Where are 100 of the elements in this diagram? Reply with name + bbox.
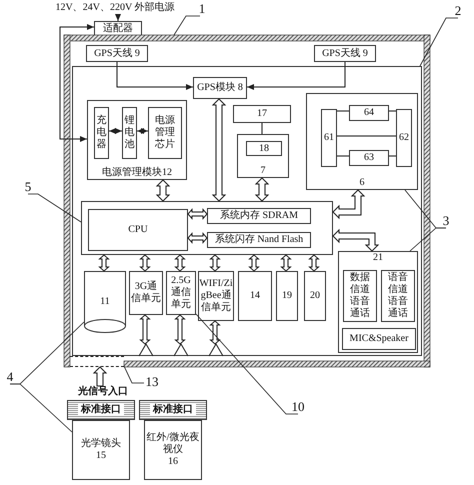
callout-number: 3	[442, 215, 450, 227]
antenna-box	[314, 45, 376, 62]
hollow-arrow	[209, 320, 221, 345]
box-label: GPS天线 9	[322, 48, 368, 60]
antenna-symbol	[209, 344, 223, 356]
leader-line	[124, 366, 144, 384]
component-box	[349, 150, 389, 166]
hollow-arrow	[187, 208, 208, 220]
storage-cylinder	[84, 271, 126, 333]
interface-header	[139, 400, 207, 420]
hollow-arrow	[139, 314, 151, 345]
component-box	[238, 271, 272, 321]
component-box	[237, 134, 289, 178]
box-label: 63	[364, 152, 374, 164]
hollow-arrow	[174, 314, 186, 345]
component-box	[343, 270, 377, 322]
antenna-symbol	[139, 344, 153, 356]
box-label: 15	[96, 450, 106, 462]
hollow-arrow	[174, 254, 186, 272]
module-box	[193, 77, 247, 99]
connector-line	[388, 110, 396, 112]
leader-line	[10, 384, 72, 432]
hollow-arrow	[92, 366, 108, 386]
cpu-board	[81, 201, 333, 255]
hollow-arrow	[212, 98, 226, 202]
component-box	[381, 270, 415, 322]
box-label: 3G通信单元	[130, 281, 162, 305]
component-box	[233, 105, 291, 123]
comm-unit-box	[198, 271, 234, 321]
optical-window	[70, 356, 124, 367]
box-label: 11	[100, 296, 110, 308]
callout-number: 13	[146, 376, 158, 388]
device-box	[144, 420, 202, 480]
box-label: 62	[399, 132, 409, 144]
arrow	[116, 62, 194, 90]
box-label: 21	[373, 252, 383, 264]
callout-number: 4	[6, 371, 14, 383]
callout-number: 1	[198, 3, 206, 15]
box-label: 充电器	[96, 115, 108, 151]
hollow-arrow	[254, 177, 270, 202]
interface-label: 标准接口	[150, 404, 196, 416]
arrow	[115, 14, 121, 22]
box-label: 61	[324, 132, 334, 144]
callout-number: 10	[292, 401, 304, 413]
box-label: 语音信道语音通话	[387, 272, 409, 320]
leader-line	[420, 18, 458, 66]
box-label: 64	[364, 107, 374, 119]
memory-box	[207, 232, 311, 248]
hollow-arrow	[209, 254, 221, 272]
box-label: CPU	[128, 224, 148, 236]
box-label: WIFI/ZigBee通信单元	[199, 278, 233, 314]
arrow	[60, 24, 94, 142]
box-label: MIC&Speaker	[350, 333, 408, 345]
component-box	[148, 107, 182, 159]
hollow-arrow	[280, 254, 292, 272]
module-box	[306, 93, 418, 190]
comm-unit-box	[129, 271, 163, 315]
component-box	[349, 105, 389, 121]
leader-line	[410, 228, 446, 252]
callout-number: 5	[24, 181, 32, 193]
box-label: 20	[310, 290, 320, 302]
component-box	[321, 109, 337, 167]
box-label: 14	[250, 290, 260, 302]
box-label: 6	[360, 177, 364, 189]
box-label: 16	[168, 456, 178, 468]
box-label: 19	[282, 290, 292, 302]
box-label: 7	[260, 165, 266, 177]
component-box	[246, 141, 282, 156]
interface-header	[67, 400, 135, 420]
callout-number: 2	[454, 5, 462, 17]
antenna-symbol	[174, 344, 188, 356]
hollow-arrow	[156, 179, 170, 202]
component-box	[304, 271, 326, 321]
memory-box	[207, 208, 311, 224]
arrow	[246, 62, 346, 90]
leader-line	[174, 16, 200, 36]
component-box	[342, 328, 416, 350]
box-label: 2.5G通信单元	[170, 275, 192, 311]
component-box	[276, 271, 298, 321]
hollow-arrow	[332, 228, 380, 252]
box-label: 系统闪存 Nand Flash	[214, 234, 304, 246]
circuit-board	[72, 66, 422, 356]
component-box	[94, 107, 109, 159]
box-label: 18	[259, 142, 269, 154]
box-label: GPS天线 9	[94, 48, 140, 60]
interface-label: 标准接口	[78, 404, 124, 416]
label-text: 12V、24V、220V 外部电源	[56, 1, 174, 15]
box-label: 锂电池	[124, 115, 136, 151]
box-label: 红外/微光夜视仪	[146, 432, 200, 456]
box-label: 适配器	[103, 22, 133, 34]
antenna-box	[86, 45, 148, 62]
leader-line	[196, 314, 298, 414]
component-box	[122, 107, 137, 159]
hollow-arrow	[308, 254, 320, 272]
box-label: 电源管理模块12	[102, 167, 172, 179]
hollow-arrow	[332, 189, 366, 220]
module-box	[338, 251, 418, 353]
power-module-box	[87, 100, 187, 180]
box-label: 17	[257, 108, 267, 120]
hollow-arrow	[98, 254, 110, 272]
